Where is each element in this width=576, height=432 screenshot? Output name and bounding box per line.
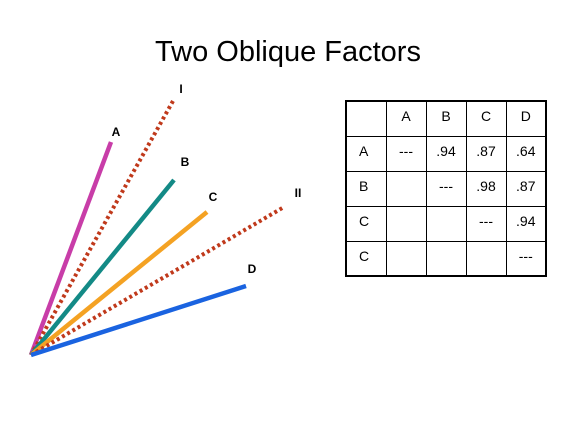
matrix-header-row: A B C D	[345, 100, 547, 137]
variable-vector-b	[29, 178, 176, 357]
matrix-cell: .87	[465, 135, 507, 172]
matrix-row-header: C	[345, 240, 387, 277]
matrix-row: C ---	[345, 240, 547, 277]
factor-label-ii: II	[295, 186, 302, 200]
correlation-matrix: A B C D A --- .94 .87 .64 B --- .98 .87 …	[345, 100, 547, 277]
factor-label-i: I	[179, 82, 182, 96]
variable-vector-a	[28, 141, 114, 356]
matrix-cell: .94	[425, 135, 467, 172]
matrix-cell: .64	[505, 135, 547, 172]
vector-label-c: C	[209, 190, 218, 204]
matrix-col-header: C	[465, 100, 507, 137]
matrix-row: C --- .94	[345, 205, 547, 242]
matrix-cell: ---	[465, 205, 507, 242]
matrix-cell: ---	[425, 170, 467, 207]
matrix-cell: ---	[385, 135, 427, 172]
matrix-cell	[465, 240, 507, 277]
matrix-corner-cell	[345, 100, 387, 137]
matrix-row: A --- .94 .87 .64	[345, 135, 547, 172]
matrix-cell	[425, 205, 467, 242]
matrix-col-header: D	[505, 100, 547, 137]
matrix-cell	[425, 240, 467, 277]
matrix-cell: .94	[505, 205, 547, 242]
matrix-col-header: A	[385, 100, 427, 137]
vector-label-b: B	[181, 155, 190, 169]
factor-axis-ii	[29, 205, 286, 357]
factor-axis-i	[29, 100, 175, 356]
variable-vector-c	[29, 210, 209, 357]
matrix-row-header: C	[345, 205, 387, 242]
vector-label-d: D	[248, 262, 257, 276]
matrix-cell	[385, 170, 427, 207]
matrix-col-header: B	[425, 100, 467, 137]
variable-vector-d	[30, 283, 247, 358]
matrix-row: B --- .98 .87	[345, 170, 547, 207]
vector-label-a: A	[112, 125, 121, 139]
matrix-cell: .98	[465, 170, 507, 207]
matrix-cell: .87	[505, 170, 547, 207]
matrix-cell: ---	[505, 240, 547, 277]
slide-title: Two Oblique Factors	[155, 36, 421, 68]
matrix-row-header: B	[345, 170, 387, 207]
matrix-row-header: A	[345, 135, 387, 172]
matrix-cell	[385, 205, 427, 242]
matrix-cell	[385, 240, 427, 277]
